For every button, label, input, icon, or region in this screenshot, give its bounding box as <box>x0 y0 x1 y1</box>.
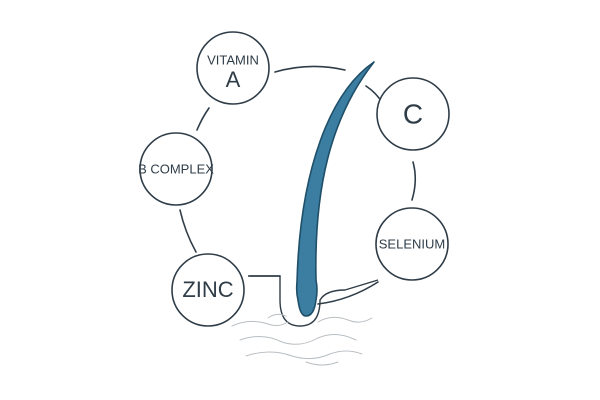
selenium-label: SELENIUM <box>379 236 445 251</box>
vitamin-c-label: C <box>403 98 423 129</box>
hair-strand-icon <box>295 61 375 317</box>
b-complex-label: B COMPLEX <box>138 161 214 176</box>
connector-bcomplex-to-zinc <box>179 209 197 253</box>
vitamin-a-label-line2: A <box>226 67 241 92</box>
nutrient-selenium: SELENIUM <box>375 207 449 281</box>
connector-a-to-c <box>274 65 346 73</box>
vitamin-a-label-line1: VITAMIN <box>207 52 259 67</box>
nutrient-vitamin-c: C <box>376 77 450 151</box>
nutrient-vitamin-a: VITAMIN A <box>196 31 270 105</box>
nutrient-zinc: ZINC <box>171 253 245 327</box>
scalp-lines-icon <box>231 313 373 366</box>
nutrient-b-complex: B COMPLEX <box>138 132 214 206</box>
follicle-outline <box>248 275 379 327</box>
connector-c-to-selenium <box>411 161 417 201</box>
connector-a-to-bcomplex <box>196 107 210 131</box>
connector-selenium-to-hair <box>317 281 379 305</box>
zinc-label: ZINC <box>182 277 233 302</box>
